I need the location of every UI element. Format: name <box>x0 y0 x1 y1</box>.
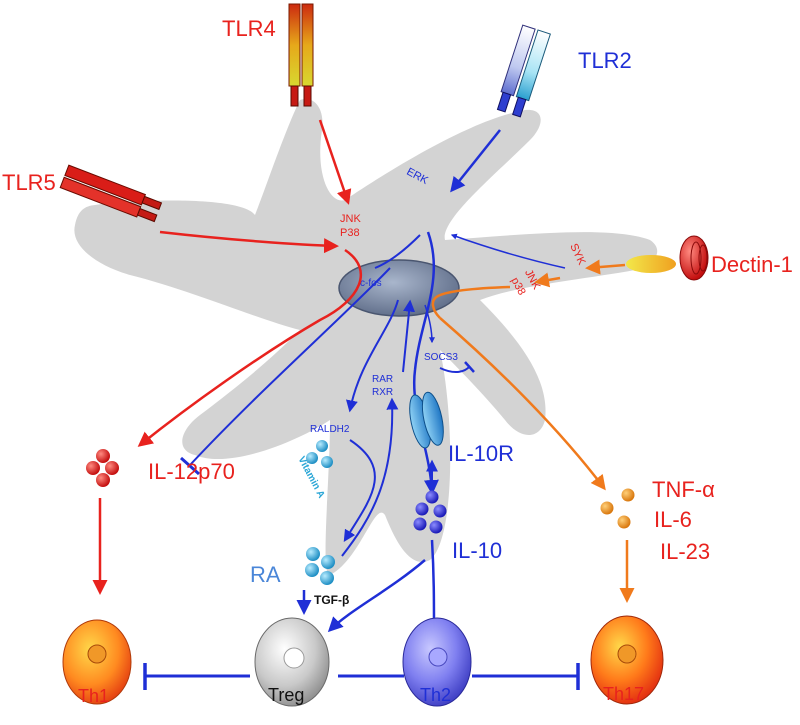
label-il-10: IL-10 <box>452 538 502 563</box>
arrow-nucleus-to-socs3 <box>424 304 435 344</box>
inhibit-il12-bar <box>180 456 200 476</box>
dectin-1-receptor-icon <box>626 235 709 281</box>
th1-cell <box>62 619 132 705</box>
tlr4-receptor-icon <box>288 3 314 107</box>
label-tlr4: TLR4 <box>222 16 276 41</box>
dendritic-cell-body <box>74 99 658 576</box>
arrow-syk-to-erk <box>450 233 566 269</box>
il10-molecules-icon <box>413 490 447 534</box>
arrow-erk-to-il10 <box>412 231 439 495</box>
arrow-nucleus-to-raldh2 <box>346 299 399 413</box>
label-jnk: JNK <box>340 213 361 225</box>
erk-to-nucleus <box>374 234 421 269</box>
inhibit-il12-line <box>189 267 391 466</box>
label-tlr5: TLR5 <box>2 170 56 195</box>
label-treg: Treg <box>268 685 304 705</box>
tlr5-receptor-icon <box>59 164 163 223</box>
arrow-ra-to-rar <box>341 397 399 557</box>
arrow-syk-to-jnk <box>534 272 561 288</box>
th17-cytokine-molecules-icon <box>600 488 635 529</box>
il12-molecules-icon <box>86 449 119 487</box>
arrow-tlr2-to-erk <box>450 129 501 193</box>
label-th1: Th1 <box>78 686 109 706</box>
label-tnf-alpha: TNF-α <box>652 477 715 502</box>
label-il-23: IL-23 <box>660 539 710 564</box>
label-rar: RAR <box>372 374 393 385</box>
label-rxr: RXR <box>372 387 393 398</box>
arrow-il10-to-treg <box>327 559 426 633</box>
il-10r-receptor-icon <box>409 391 444 449</box>
label-ra: RA <box>250 562 281 587</box>
label-tgf-beta: TGF-β <box>314 593 349 607</box>
label-raldh2: RALDH2 <box>310 424 350 435</box>
label-p38: P38 <box>340 227 360 239</box>
socs3-inhibit-bar <box>464 361 475 373</box>
orange-to-nucleus <box>431 285 511 319</box>
label-tlr2: TLR2 <box>578 48 632 73</box>
ra-molecules-icon <box>305 547 335 585</box>
label-il-10r: IL-10R <box>448 441 514 466</box>
label-cfos: c-fos <box>360 278 382 289</box>
label-il-6: IL-6 <box>654 507 692 532</box>
label-th17: Th17 <box>603 684 644 704</box>
treg-cell <box>254 617 330 707</box>
arrow-dectin-to-syk <box>585 259 626 275</box>
arrow-raldh2-to-ra <box>343 439 376 543</box>
arrow-tlr4-to-jnk <box>318 119 352 205</box>
arrow-tlr5-to-jnk <box>159 230 339 254</box>
th17-cell <box>590 615 664 705</box>
label-socs3: SOCS3 <box>424 352 458 363</box>
label-dectin-1: Dectin-1 <box>711 252 793 277</box>
label-th2: Th2 <box>420 685 451 705</box>
th2-cell <box>402 617 472 707</box>
arrow-nucleus-to-tnf <box>439 317 606 491</box>
arrow-nucleus-to-il12 <box>137 248 363 447</box>
label-il-12p70: IL-12p70 <box>148 459 235 484</box>
tlr2-receptor-icon <box>496 24 551 118</box>
arrow-rar-to-nucleus <box>402 299 416 373</box>
vitamin-a-molecules-icon <box>306 440 333 468</box>
